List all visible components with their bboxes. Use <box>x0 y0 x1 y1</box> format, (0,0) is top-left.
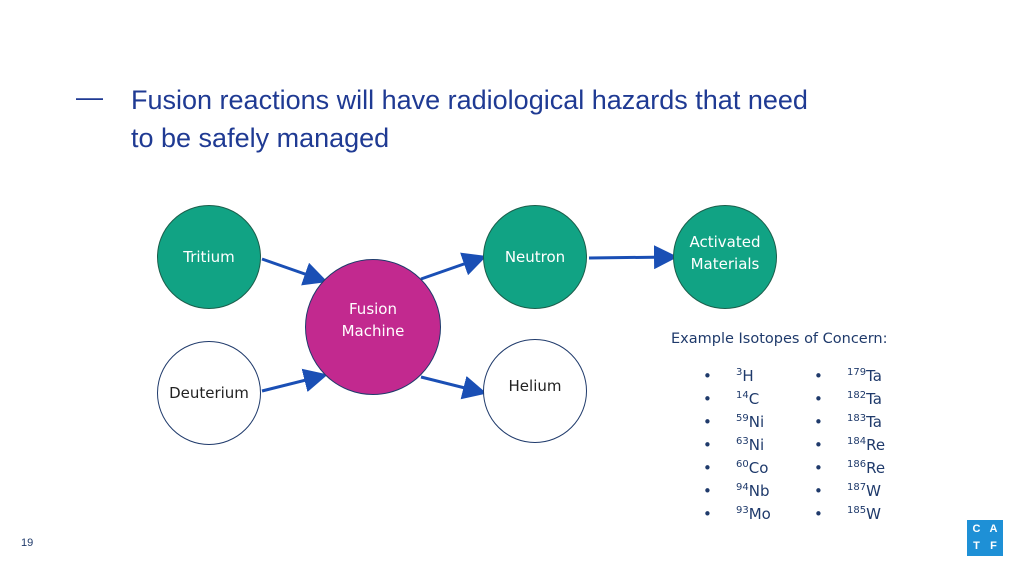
arrow-neutron-to-activated <box>588 245 678 270</box>
isotope-symbol: W <box>866 505 881 523</box>
isotope-mass-number: 93 <box>736 505 749 516</box>
node-deuterium: Deuterium <box>157 341 261 445</box>
isotopes-list-right: •179Ta•182Ta•183Ta•184Re•186Re•187W•185W <box>814 365 885 526</box>
bullet-icon: • <box>703 482 712 500</box>
isotope-symbol: W <box>866 482 881 500</box>
bullet-icon: • <box>814 482 823 500</box>
isotope-symbol: Mo <box>748 505 771 523</box>
isotope-symbol: Re <box>866 436 886 454</box>
bullet-icon: • <box>703 413 712 431</box>
isotope-symbol: Ni <box>748 436 765 454</box>
arrow-fusion-to-neutron <box>420 252 487 281</box>
node-neutron-label: Neutron <box>504 248 566 266</box>
isotopes-list-left: •3H•14C•59Ni•63Ni•60Co•94Nb•93Mo <box>703 365 771 526</box>
arrow-tritium-to-fusion <box>261 257 328 286</box>
node-activated-materials-label: Activated Materials <box>689 233 761 273</box>
isotope-mass-number: 187 <box>847 482 867 493</box>
arrow-deuterium-to-fusion <box>261 368 328 393</box>
bullet-icon: • <box>703 505 712 523</box>
slide-title: Fusion reactions will have radiological … <box>131 85 808 153</box>
bullet-icon: • <box>814 367 823 385</box>
isotope-mass-number: 184 <box>847 436 867 447</box>
node-helium: Helium <box>483 339 587 443</box>
isotope-item: • 182Ta <box>814 388 885 411</box>
bullet-icon: • <box>814 459 823 477</box>
isotope-symbol: Ta <box>866 413 882 431</box>
isotope-mass-number: 183 <box>847 413 867 424</box>
node-deuterium-label: Deuterium <box>169 384 249 402</box>
logo-letter-c: C <box>972 523 981 535</box>
bullet-icon: • <box>703 367 712 385</box>
isotope-item: • 185W <box>814 503 885 526</box>
isotope-item: • 63Ni <box>703 434 771 457</box>
isotope-item: • 3H <box>703 365 771 388</box>
isotope-item: • 179Ta <box>814 365 885 388</box>
node-fusion-machine-label: Fusion Machine <box>341 300 405 340</box>
isotope-mass-number: 182 <box>847 390 867 401</box>
logo-letter-t: T <box>973 540 980 552</box>
isotope-symbol: C <box>748 390 760 408</box>
isotope-item: • 59Ni <box>703 411 771 434</box>
isotope-symbol: Ta <box>866 367 882 385</box>
isotope-mass-number: 186 <box>847 459 867 470</box>
isotope-mass-number: 59 <box>736 413 749 424</box>
isotope-mass-number: 185 <box>847 505 867 516</box>
isotope-symbol: Ta <box>866 390 882 408</box>
isotope-mass-number: 3 <box>736 367 743 378</box>
isotope-item: • 93Mo <box>703 503 771 526</box>
node-neutron: Neutron <box>483 205 587 309</box>
arrow-fusion-to-helium <box>420 375 487 400</box>
isotope-symbol: Co <box>748 459 769 477</box>
bullet-icon: • <box>703 436 712 454</box>
bullet-icon: • <box>703 390 712 408</box>
isotope-item: • 184Re <box>814 434 885 457</box>
isotope-mass-number: 14 <box>736 390 749 401</box>
isotope-mass-number: 63 <box>736 436 749 447</box>
node-tritium-label: Tritium <box>183 248 235 266</box>
isotope-mass-number: 60 <box>736 459 749 470</box>
isotope-item: • 60Co <box>703 457 771 480</box>
node-tritium: Tritium <box>157 205 261 309</box>
isotope-symbol: Ni <box>748 413 765 431</box>
isotope-symbol: Re <box>866 459 886 477</box>
bullet-icon: • <box>814 505 823 523</box>
bullet-icon: • <box>814 413 823 431</box>
bullet-icon: • <box>814 436 823 454</box>
isotope-item: • 14C <box>703 388 771 411</box>
catf-logo-icon: C A T F <box>967 520 1003 556</box>
isotope-symbol: Nb <box>748 482 770 500</box>
node-fusion-machine: Fusion Machine <box>305 259 441 395</box>
logo-letter-a: A <box>989 523 998 535</box>
bullet-icon: • <box>814 390 823 408</box>
node-helium-label: Helium <box>508 377 562 395</box>
page-number: 19 <box>21 537 34 549</box>
isotope-item: • 186Re <box>814 457 885 480</box>
isotope-symbol: H <box>742 367 754 385</box>
title-dash: — <box>76 82 103 112</box>
isotope-mass-number: 94 <box>736 482 749 493</box>
bullet-icon: • <box>703 459 712 477</box>
isotopes-header: Example Isotopes of Concern: <box>671 331 888 347</box>
isotope-mass-number: 179 <box>847 367 867 378</box>
isotope-item: • 183Ta <box>814 411 885 434</box>
isotope-item: • 94Nb <box>703 480 771 503</box>
isotope-item: • 187W <box>814 480 885 503</box>
node-activated-materials: Activated Materials <box>673 205 777 309</box>
logo-letter-f: F <box>990 540 997 552</box>
